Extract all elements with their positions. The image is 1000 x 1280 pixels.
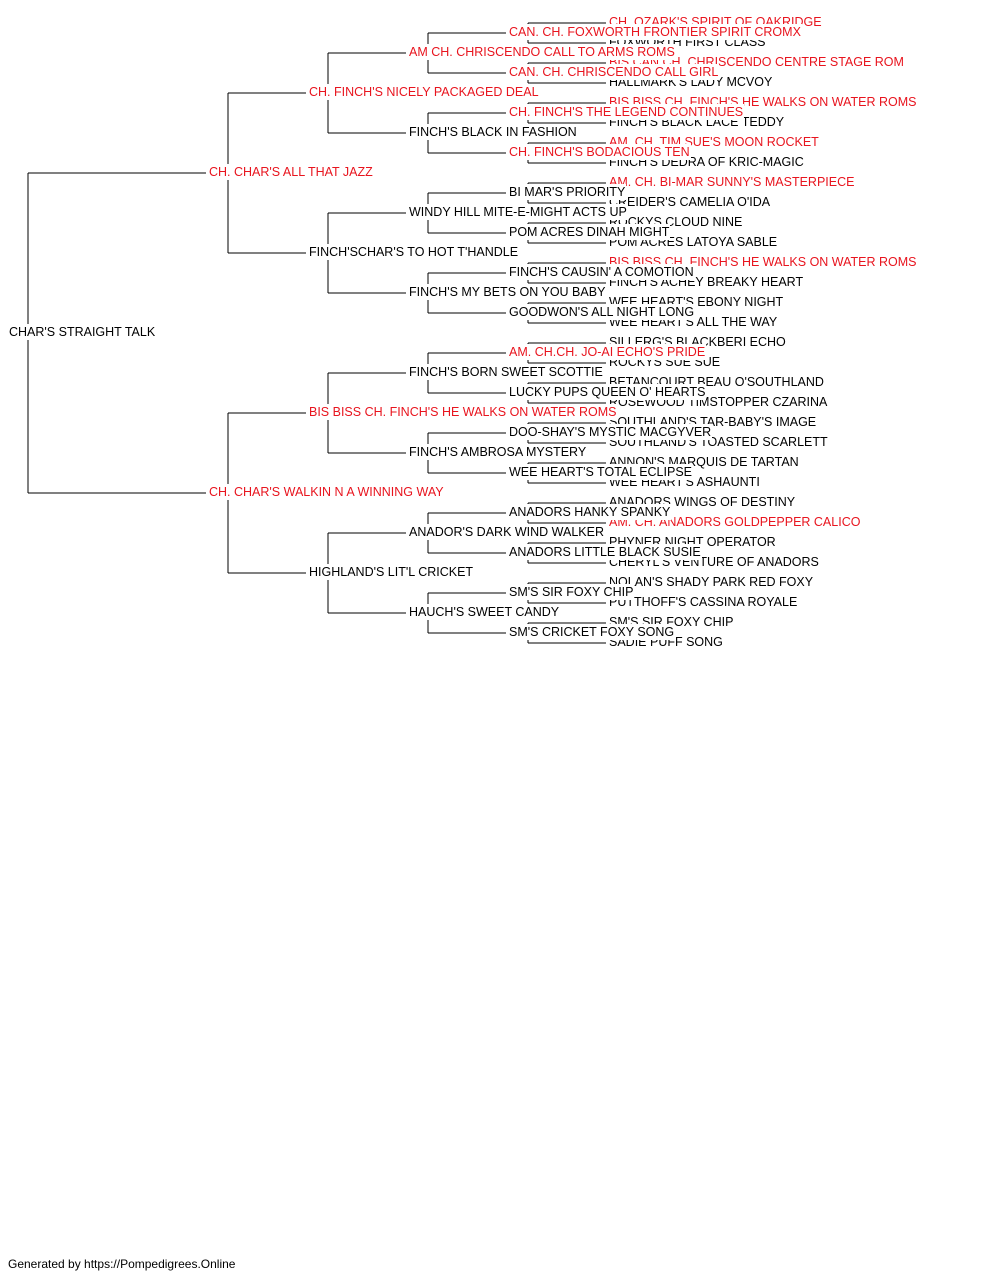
ancestor-name: FINCH'S MY BETS ON YOU BABY [408,284,607,300]
ancestor-name: CAN. CH. CHRISCENDO CALL GIRL [508,64,720,80]
subject-dog-name: CHAR'S STRAIGHT TALK [8,324,157,340]
ancestor-name: FINCH'S CAUSIN' A COMOTION [508,264,695,280]
ancestor-name: LUCKY PUPS QUEEN O' HEARTS [508,384,707,400]
ancestor-name: SM'S CRICKET FOXY SONG [508,624,676,640]
ancestor-name: CREIDER'S CAMELIA O'IDA [608,194,772,210]
ancestor-name: CH. CHAR'S ALL THAT JAZZ [208,164,374,180]
ancestor-name: BIS BISS CH. FINCH'S HE WALKS ON WATER R… [308,404,618,420]
ancestor-name: NOLAN'S SHADY PARK RED FOXY [608,574,815,590]
ancestor-name: CH. CHAR'S WALKIN N A WINNING WAY [208,484,445,500]
ancestor-name: AM. CH. BI-MAR SUNNY'S MASTERPIECE [608,174,856,190]
ancestor-name: FINCH'S AMBROSA MYSTERY [408,444,588,460]
ancestor-name: AM. CH.CH. JO-AI ECHO'S PRIDE [508,344,707,360]
ancestor-name: POM ACRES DINAH MIGHT [508,224,671,240]
ancestor-name: WINDY HILL MITE-E-MIGHT ACTS UP [408,204,628,220]
ancestor-name: HAUCH'S SWEET CANDY [408,604,561,620]
ancestor-name: GOODWON'S ALL NIGHT LONG [508,304,696,320]
ancestor-name: DOO-SHAY'S MYSTIC MACGYVER [508,424,713,440]
ancestor-name: ANADOR'S DARK WIND WALKER [408,524,606,540]
ancestor-name: SM'S SIR FOXY CHIP [508,584,635,600]
generated-by-footer: Generated by https://Pompedigrees.Online [8,1257,236,1271]
ancestor-name: CH. FINCH'S NICELY PACKAGED DEAL [308,84,540,100]
ancestor-name: AM CH. CHRISCENDO CALL TO ARMS ROMS [408,44,676,60]
ancestor-name: BI MAR'S PRIORITY [508,184,627,200]
ancestor-name: FINCH'SCHAR'S TO HOT T'HANDLE [308,244,520,260]
ancestor-name: CH. FINCH'S THE LEGEND CONTINUES [508,104,745,120]
ancestor-name: ANADORS HANKY SPANKY [508,504,672,520]
ancestor-name: WEE HEART'S TOTAL ECLIPSE [508,464,693,480]
ancestor-name: CAN. CH. FOXWORTH FRONTIER SPIRIT CROMX [508,24,802,40]
ancestor-name: ANADORS LITTLE BLACK SUSIE [508,544,702,560]
ancestor-name: CH. FINCH'S BODACIOUS TEN [508,144,691,160]
ancestor-name: HIGHLAND'S LIT'L CRICKET [308,564,475,580]
ancestor-name: FINCH'S BORN SWEET SCOTTIE [408,364,604,380]
ancestor-name: FINCH'S BLACK IN FASHION [408,124,578,140]
ancestor-name: PUTTHOFF'S CASSINA ROYALE [608,594,799,610]
